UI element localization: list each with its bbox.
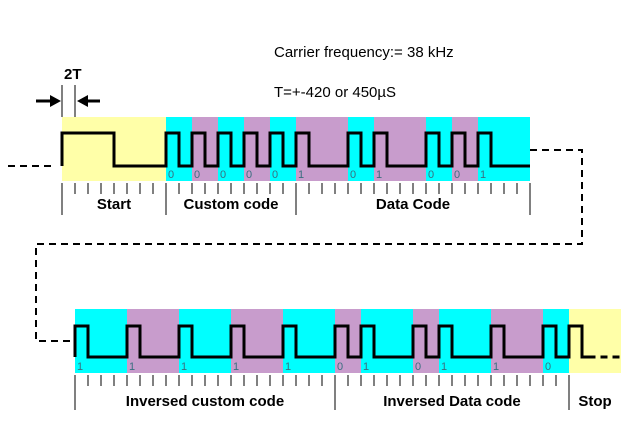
waveform-row-1 <box>60 131 530 168</box>
bit-value-label: 1 <box>77 361 83 373</box>
bit-bands <box>62 117 621 373</box>
two-t-marker: 2T <box>36 66 100 117</box>
bit-value-label: 0 <box>194 169 200 181</box>
row-continuation-dashed-line <box>35 149 583 342</box>
bit-band <box>361 309 413 373</box>
bit-value-label: 1 <box>493 361 499 373</box>
bit-band <box>491 309 543 373</box>
bit-value-label: 1 <box>233 361 239 373</box>
bit-band <box>75 309 127 373</box>
two-t-label: 2T <box>64 66 82 83</box>
bit-value-label: 1 <box>480 169 486 181</box>
bit-value-label: 1 <box>441 361 447 373</box>
period-label: T=+-420 or 450µS <box>274 84 396 101</box>
bit-value-label: 0 <box>350 169 356 181</box>
bit-band <box>283 309 335 373</box>
bit-band <box>127 309 179 373</box>
bit-band <box>296 117 348 181</box>
bit-value-label: 1 <box>129 361 135 373</box>
bit-band <box>439 309 491 373</box>
stop-band <box>569 309 621 373</box>
bit-value-label: 0 <box>220 169 226 181</box>
section-label-inversed-custom-code: Inversed custom code <box>126 393 284 410</box>
bit-value-label: 1 <box>363 361 369 373</box>
bit-value-label: 0 <box>272 169 278 181</box>
bit-value-label: 0 <box>337 361 343 373</box>
bit-value-label: 0 <box>428 169 434 181</box>
section-label-stop: Stop <box>578 393 611 410</box>
bit-value-label: 1 <box>376 169 382 181</box>
bit-value-label: 1 <box>285 361 291 373</box>
bit-value-label: 0 <box>545 361 551 373</box>
waveforms <box>60 131 621 359</box>
bit-value-label: 1 <box>298 169 304 181</box>
bit-value-label: 0 <box>454 169 460 181</box>
arrow-right-icon <box>36 95 61 107</box>
bit-value-label: 0 <box>246 169 252 181</box>
carrier-frequency-label: Carrier frequency:= 38 kHz <box>274 44 454 61</box>
time-ticks <box>61 183 570 410</box>
bit-labels: 0 0 0 0 0 1 0 1 0 0 1 1 1 1 1 1 0 1 0 1 1 0 <box>77 169 551 373</box>
bit-value-label: 0 <box>415 361 421 373</box>
bit-value-label: 0 <box>168 169 174 181</box>
section-label-data-code: Data Code <box>376 196 450 213</box>
section-label-inversed-data-code: Inversed Data code <box>383 393 521 410</box>
section-label-start: Start <box>97 196 131 213</box>
bit-value-label: 1 <box>181 361 187 373</box>
waveform-row-2 <box>73 324 589 359</box>
dashed-connectors <box>8 149 583 342</box>
section-label-custom-code: Custom code <box>183 196 278 213</box>
arrow-left-icon <box>77 95 100 107</box>
bit-band <box>231 309 283 373</box>
bit-band <box>179 309 231 373</box>
bit-band <box>478 117 530 181</box>
bit-band <box>374 117 426 181</box>
